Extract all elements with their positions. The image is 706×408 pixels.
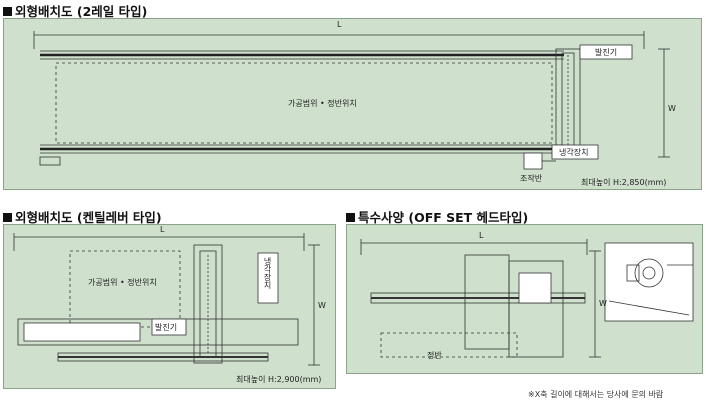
dim-l-label: L [160,225,165,234]
cooler-label: 냉각장치 [263,257,272,289]
dim-l-label: L [479,231,484,240]
diagram-offset-head: L W 정반 [346,224,703,374]
section-title-cantilever: 외형배치도 (켄틸레버 타입) [3,207,162,226]
oscillator-label: 발진기 [155,323,178,332]
diagram-2rail-drawing [33,31,670,170]
footnote: ※X축 길이에 대해서는 당사에 문의 바람 [528,390,664,399]
work-area-outline [69,250,181,328]
cooler-block [257,252,279,304]
offset-head-detail [604,242,694,322]
control-panel-label: 조작반 [520,174,543,183]
section-title-offset-head: 특수사양 (OFF SET 헤드타입) [346,207,528,226]
oscillator-label: 발진기 [595,48,618,57]
max-height-label: 최대높이 H:2,850(mm) [581,178,667,187]
gantry-column [193,244,223,364]
dim-w-label: W [668,104,676,113]
section-title-2rail: 외형배치도 (2레일 타입) [3,1,147,20]
square-bullet-icon [346,213,355,222]
diagram-offset-head-drawing [360,239,694,358]
diagram-cantilever-drawing [13,233,320,366]
cooler-label: 냉각장치 [559,148,589,157]
work-area-outline [55,62,553,144]
dim-w-label: W [599,299,607,308]
oscillator-block [579,44,633,60]
diagram-2rail: L W 가공범위 • 정반위치 발진기 냉각장치 조작반 최대높이 H:2,85… [3,18,702,190]
work-area-label: 가공범위 • 정반위치 [288,99,357,108]
table-label: 정반 [427,351,442,360]
table-outline [380,332,518,358]
cooler-block [551,144,599,160]
dim-w-label: W [318,301,326,310]
dim-l-label: L [337,20,342,29]
work-area-label: 가공범위 • 정반위치 [88,278,157,287]
max-height-label: 최대높이 H:2,900(mm) [236,375,322,384]
diagram-cantilever: L W 가공범위 • 정반위치 냉각장치 발진기 최대높이 H:2,900(mm… [3,224,336,389]
square-bullet-icon [3,7,12,16]
control-panel-block [523,152,543,170]
square-bullet-icon [3,213,12,222]
machine-body [464,254,510,350]
oscillator-block [151,318,187,336]
